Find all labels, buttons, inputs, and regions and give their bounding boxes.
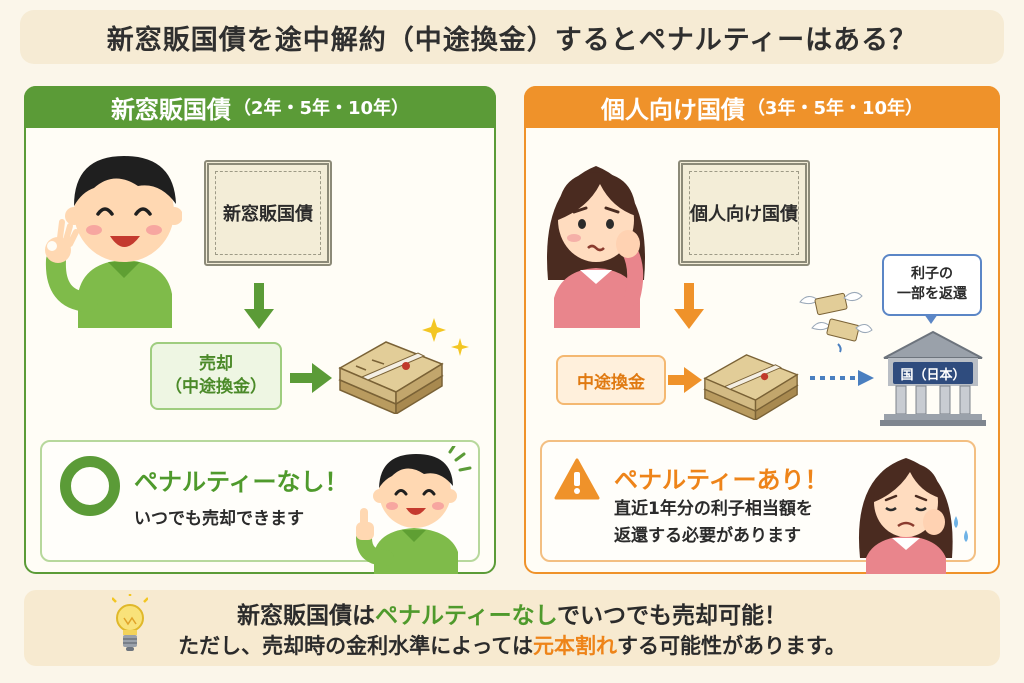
right-header-terms: （3年・5年・10年） (746, 98, 924, 119)
penalty-heading: ペナルティーあり！ (614, 466, 829, 494)
summary-line-1-text-end: でいつでも売却可能！ (556, 603, 787, 629)
money-stack-icon (703, 354, 799, 420)
summary-line-1: 新窓販国債はペナルティーなしでいつでも売却可能！ (24, 596, 1000, 630)
summary-line-1-text: 新窓販国債は (237, 603, 376, 629)
no-penalty-heading: ペナルティーなし！ (134, 468, 349, 496)
left-header-terms: （2年・5年・10年） (232, 98, 410, 119)
bubble-tail (924, 314, 938, 324)
early-redemption-box: 中途換金 (556, 355, 666, 405)
penalty-text: 直近1年分の利子相当額を 返還する必要があります (614, 496, 813, 550)
down-arrow-icon (244, 283, 274, 329)
summary-banner: 新窓販国債はペナルティーなしでいつでも売却可能！ ただし、売却時の金利水準によっ… (24, 590, 1000, 666)
interest-refund-bubble: 利子の 一部を返還 (882, 254, 982, 316)
summary-line-2-text: ただし、売却時の金利水準によっては (178, 634, 533, 658)
summary-line-2-text-end: する可能性があります。 (617, 634, 846, 658)
bank-sign: 国（日本） (893, 362, 973, 384)
sad-woman-illustration (858, 458, 968, 574)
early-redemption-label: （中途換金） (165, 377, 267, 397)
summary-principal-loss-highlight: 元本割れ (533, 634, 617, 658)
dotted-arrow-icon (810, 370, 874, 386)
left-panel-header: 新窓販国債（2年・5年・10年） (24, 86, 496, 128)
worried-woman-illustration (547, 166, 645, 328)
sell-label: 売却 (199, 354, 233, 375)
money-stack-icon (338, 341, 444, 414)
summary-no-penalty-highlight: ペナルティーなし (375, 603, 557, 629)
right-arrow-icon (290, 363, 332, 393)
sell-early-redemption-box: 売却 （中途換金） (150, 342, 282, 410)
penalty-text-line-2: 返還する必要があります (614, 526, 801, 547)
warning-icon (554, 458, 600, 500)
title-banner: 新窓販国債を途中解約（中途換金）するとペナルティーはある？ (20, 10, 1004, 64)
right-panel-header: 個人向け国債（3年・5年・10年） (524, 86, 1000, 128)
left-certificate-label: 新窓販国債 (223, 204, 313, 225)
bubble-line-1: 利子の (911, 266, 953, 283)
penalty-text-line-1: 直近1年分の利子相当額を (614, 499, 813, 519)
flying-money-icon (799, 292, 873, 353)
right-certificate-label: 個人向け国債 (690, 204, 798, 225)
page-title: 新窓販国債を途中解約（中途換金）するとペナルティーはある？ (106, 24, 918, 56)
early-redemption-label: 中途換金 (577, 372, 645, 393)
sparkle-icon (422, 318, 469, 356)
left-header-title: 新窓販国債 (110, 95, 231, 124)
right-header-title: 個人向け国債 (600, 95, 745, 124)
ok-hand-boy-illustration (45, 156, 182, 328)
circle-ok-icon (60, 456, 120, 516)
certificate-icon: 新窓販国債 (204, 160, 332, 266)
summary-line-2: ただし、売却時の金利水準によっては元本割れする可能性があります。 (24, 630, 1000, 660)
thumbs-up-boy-illustration (356, 446, 472, 574)
no-penalty-text: いつでも売却できます (134, 509, 304, 529)
down-arrow-icon (674, 283, 704, 329)
bubble-line-2: 一部を返還 (897, 286, 967, 302)
light-bulb-icon (112, 594, 148, 651)
right-arrow-icon (668, 367, 702, 393)
certificate-icon: 個人向け国債 (678, 160, 810, 266)
